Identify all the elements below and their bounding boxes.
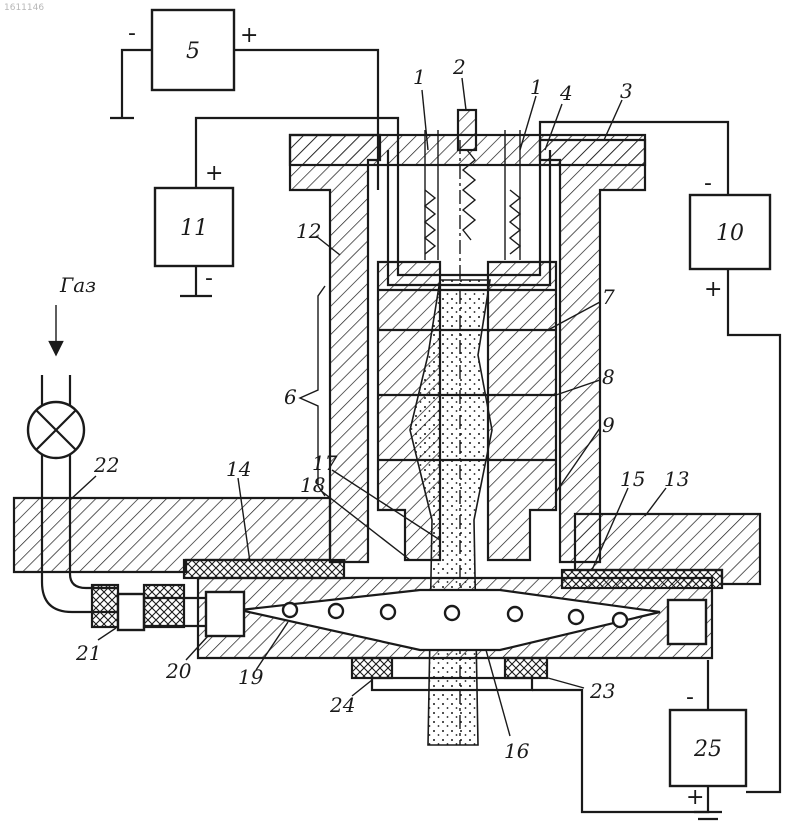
- callout-13: 13: [664, 467, 689, 491]
- callout-20: 20: [165, 659, 192, 683]
- callout-14: 14: [226, 457, 251, 481]
- gas-label: Газ: [59, 273, 96, 297]
- callout-24: 24: [329, 693, 355, 717]
- callout-17: 17: [312, 451, 338, 475]
- callout-1b: 1: [530, 75, 543, 99]
- power-supply-5-minus: -: [128, 21, 136, 46]
- power-supply-11-label: 11: [180, 216, 208, 241]
- power-supply-5-label: 5: [186, 39, 200, 64]
- callout-15: 15: [620, 467, 645, 491]
- power-supply-10-label: 10: [716, 221, 744, 246]
- callout-2: 2: [452, 55, 466, 79]
- callout-23: 23: [589, 679, 615, 703]
- callout-8: 8: [602, 365, 615, 389]
- power-supply-10-plus: +: [704, 277, 722, 302]
- power-supply-25-label: 25: [693, 737, 722, 762]
- power-supply-11-plus: +: [205, 161, 223, 186]
- power-supply-5-plus: +: [240, 23, 258, 48]
- corner-mark: 1611146: [4, 3, 44, 13]
- callout-19: 19: [238, 665, 264, 689]
- callout-18: 18: [300, 473, 325, 497]
- callout-21: 21: [75, 641, 101, 665]
- callout-22: 22: [93, 453, 119, 477]
- callout-7: 7: [602, 285, 615, 309]
- callout-12: 12: [296, 219, 321, 243]
- power-supply-11-minus: -: [205, 266, 213, 291]
- power-supply-10-minus: -: [704, 171, 712, 196]
- power-supply-25-minus: -: [686, 685, 694, 710]
- callout-9: 9: [602, 413, 615, 437]
- callout-4: 4: [559, 81, 573, 105]
- callout-3: 3: [620, 79, 633, 103]
- insulator-ring-left: [184, 560, 344, 578]
- power-supply-25-plus: +: [686, 785, 704, 810]
- callout-6: 6: [284, 385, 297, 409]
- callout-16: 16: [504, 739, 530, 763]
- callout-1a: 1: [413, 65, 426, 89]
